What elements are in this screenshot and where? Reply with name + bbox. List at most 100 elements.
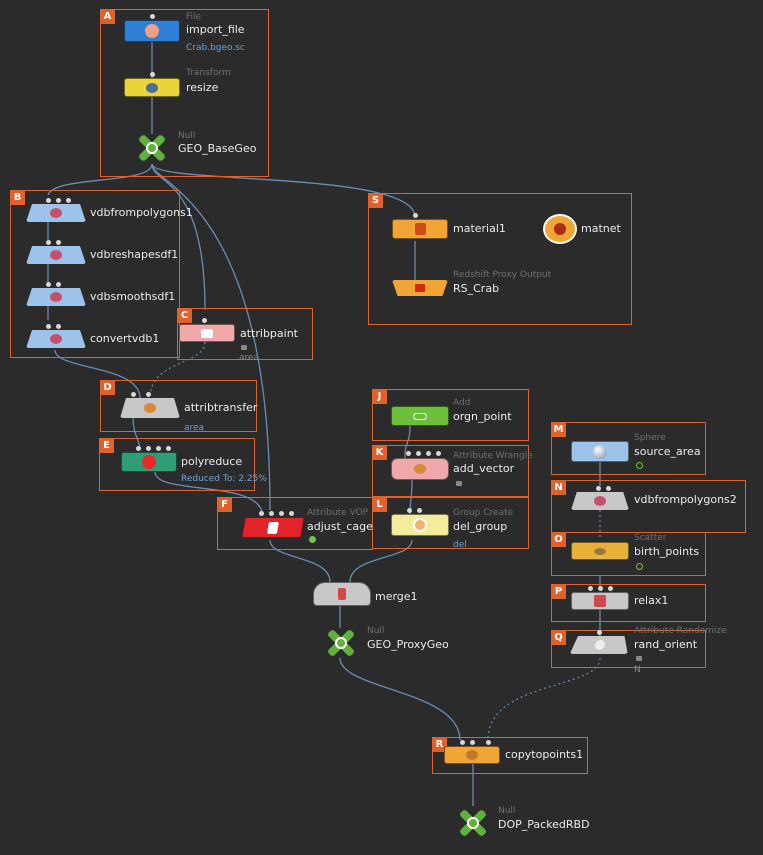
orgn-point-node[interactable] — [391, 406, 449, 426]
input-connector[interactable] — [146, 392, 151, 397]
vdbsmoothsdf1-node[interactable] — [26, 288, 86, 306]
null-icon[interactable] — [326, 628, 356, 658]
input-connector[interactable] — [279, 511, 284, 516]
input-connector[interactable] — [486, 740, 491, 745]
input-connector[interactable] — [598, 586, 603, 591]
node-name[interactable]: vdbfrompolygons2 — [634, 493, 737, 506]
network-box-m[interactable]: M — [551, 422, 706, 475]
network-box-r[interactable]: R — [432, 737, 588, 774]
node-name[interactable]: orgn_point — [453, 410, 512, 423]
input-connector[interactable] — [416, 451, 421, 456]
attribtransfer-node[interactable] — [120, 398, 180, 418]
vdbreshapesdf1-node[interactable] — [26, 246, 86, 264]
input-connector[interactable] — [66, 198, 71, 203]
input-connector[interactable] — [56, 324, 61, 329]
node-name[interactable]: convertvdb1 — [90, 332, 160, 345]
node-name[interactable]: birth_points — [634, 545, 700, 558]
node-name[interactable]: GEO_ProxyGeo — [367, 638, 449, 651]
node-name[interactable]: matnet — [581, 222, 621, 235]
vdbfrompolygons1-node[interactable] — [26, 204, 86, 222]
input-connector[interactable] — [470, 740, 475, 745]
input-connector[interactable] — [259, 511, 264, 516]
rs-crab-node[interactable] — [392, 280, 448, 296]
resize-node[interactable] — [124, 78, 180, 97]
attribpaint-node[interactable] — [179, 324, 235, 342]
node-name[interactable]: source_area — [634, 445, 701, 458]
input-connector[interactable] — [588, 586, 593, 591]
node-name[interactable]: add_vector — [453, 462, 515, 475]
node-name[interactable]: DOP_PackedRBD — [498, 818, 590, 831]
node-name[interactable]: polyreduce — [181, 455, 243, 468]
source-area-node[interactable] — [571, 441, 629, 462]
node-name[interactable]: GEO_BaseGeo — [178, 142, 257, 155]
node-name[interactable]: vdbfrompolygons1 — [90, 206, 193, 219]
node-name[interactable]: vdbreshapesdf1 — [90, 248, 179, 261]
vdbfrompolygons2-node[interactable] — [571, 492, 629, 510]
network-box-o[interactable]: O — [551, 532, 706, 576]
input-connector[interactable] — [289, 511, 294, 516]
node-name[interactable]: merge1 — [375, 590, 418, 603]
copytopoints1-node[interactable] — [444, 746, 500, 764]
network-box-j[interactable]: J — [372, 389, 529, 441]
node-name[interactable]: del_group — [453, 520, 508, 533]
network-box-l[interactable]: L — [372, 497, 529, 549]
network-box-a[interactable]: A — [100, 9, 269, 177]
network-box-b[interactable]: B — [10, 190, 180, 358]
network-box-d[interactable]: D — [100, 380, 257, 432]
node-name[interactable]: rand_orient — [634, 638, 698, 651]
network-box-c[interactable]: C — [177, 308, 313, 360]
node-name[interactable]: adjust_cage — [307, 520, 373, 533]
node-name[interactable]: attribtransfer — [184, 401, 258, 414]
polyreduce-node[interactable] — [121, 452, 177, 472]
input-connector[interactable] — [426, 451, 431, 456]
input-connector[interactable] — [56, 282, 61, 287]
input-connector[interactable] — [407, 508, 412, 513]
input-connector[interactable] — [46, 282, 51, 287]
rand-orient-node[interactable] — [570, 636, 631, 654]
adjust-cage-node[interactable] — [241, 517, 305, 538]
input-connector[interactable] — [46, 324, 51, 329]
input-connector[interactable] — [56, 240, 61, 245]
input-connector[interactable] — [166, 446, 171, 451]
input-connector[interactable] — [136, 446, 141, 451]
null-icon[interactable] — [458, 808, 488, 838]
input-connector[interactable] — [269, 511, 274, 516]
input-connector[interactable] — [202, 318, 207, 323]
network-box-s[interactable]: S — [368, 193, 632, 325]
node-name[interactable]: RS_Crab — [453, 282, 500, 295]
node-name[interactable]: vdbsmoothsdf1 — [90, 290, 176, 303]
input-connector[interactable] — [406, 451, 411, 456]
matnet-node[interactable] — [543, 214, 577, 244]
del-group-node[interactable] — [391, 514, 449, 536]
input-connector[interactable] — [417, 508, 422, 513]
input-connector[interactable] — [597, 630, 602, 635]
node-name[interactable]: copytopoints1 — [505, 748, 584, 761]
input-connector[interactable] — [596, 486, 601, 491]
network-box-k[interactable]: K — [372, 445, 529, 497]
import-file-node[interactable] — [124, 20, 180, 42]
input-connector[interactable] — [131, 392, 136, 397]
network-box-e[interactable]: E — [99, 438, 255, 491]
input-connector[interactable] — [150, 14, 155, 19]
input-connector[interactable] — [608, 586, 613, 591]
node-name[interactable]: import_file — [186, 23, 245, 36]
relax1-node[interactable] — [571, 592, 629, 610]
input-connector[interactable] — [156, 446, 161, 451]
input-connector[interactable] — [146, 446, 151, 451]
merge1-node[interactable] — [313, 582, 371, 606]
input-connector[interactable] — [56, 198, 61, 203]
node-name[interactable]: attribpaint — [240, 327, 298, 340]
input-connector[interactable] — [606, 486, 611, 491]
input-connector[interactable] — [46, 240, 51, 245]
input-connector[interactable] — [436, 451, 441, 456]
null-icon[interactable] — [137, 133, 167, 163]
input-connector[interactable] — [46, 198, 51, 203]
convertvdb1-node[interactable] — [26, 330, 86, 348]
node-name[interactable]: relax1 — [634, 594, 669, 607]
node-name[interactable]: material1 — [453, 222, 506, 235]
network-box-p[interactable]: P — [551, 584, 706, 622]
add-vector-node[interactable] — [391, 458, 449, 480]
input-connector[interactable] — [413, 213, 418, 218]
network-box-q[interactable]: Q — [551, 630, 706, 668]
input-connector[interactable] — [460, 740, 465, 745]
